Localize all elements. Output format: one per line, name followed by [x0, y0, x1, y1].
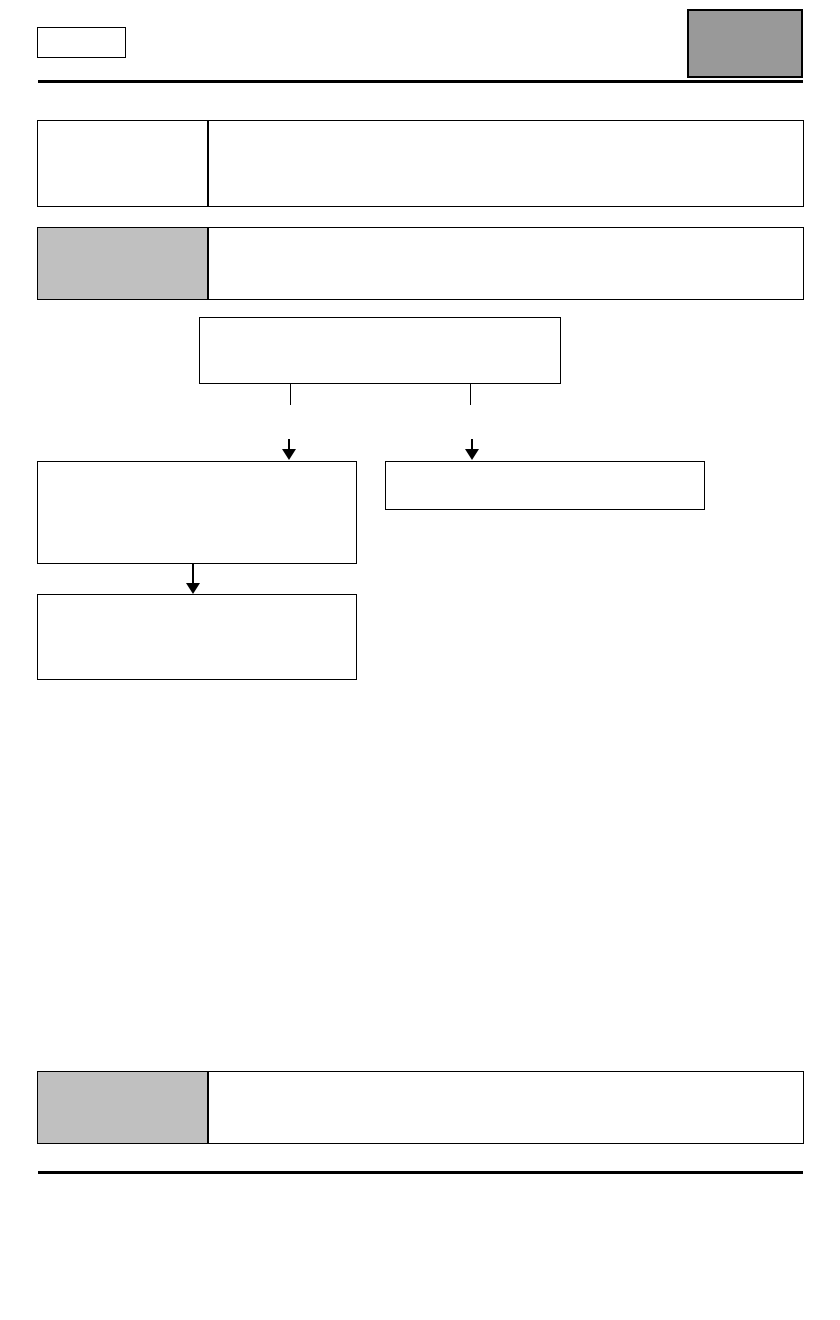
footer-row	[37, 1071, 804, 1144]
flow-top-box	[199, 317, 561, 384]
flow-arrow-down-head	[186, 583, 200, 594]
flow-arrow-left-head	[282, 449, 296, 460]
flow-bottom-left-box	[37, 594, 357, 680]
flow-arrow-left-shaft	[288, 439, 290, 450]
info-row-2-label	[38, 228, 209, 299]
footer-rule	[38, 1171, 803, 1174]
header-left-box	[37, 27, 126, 58]
flow-left-box	[37, 461, 357, 564]
flow-arrow-down-shaft	[192, 564, 194, 584]
header-rule	[38, 80, 803, 83]
footer-row-content	[209, 1072, 803, 1143]
flow-arrow-right-shaft	[471, 439, 473, 450]
info-row-2	[37, 227, 804, 300]
info-row-1-label	[38, 121, 209, 206]
info-row-1	[37, 120, 804, 207]
flow-right-box	[385, 461, 705, 510]
info-row-1-content	[209, 121, 803, 206]
footer-row-label	[38, 1072, 209, 1143]
flow-arrow-right-head	[465, 449, 479, 460]
flow-branch-line-left	[290, 384, 291, 405]
flow-branch-line-right	[470, 384, 471, 405]
header-right-tab	[687, 9, 803, 78]
info-row-2-content	[209, 228, 803, 299]
